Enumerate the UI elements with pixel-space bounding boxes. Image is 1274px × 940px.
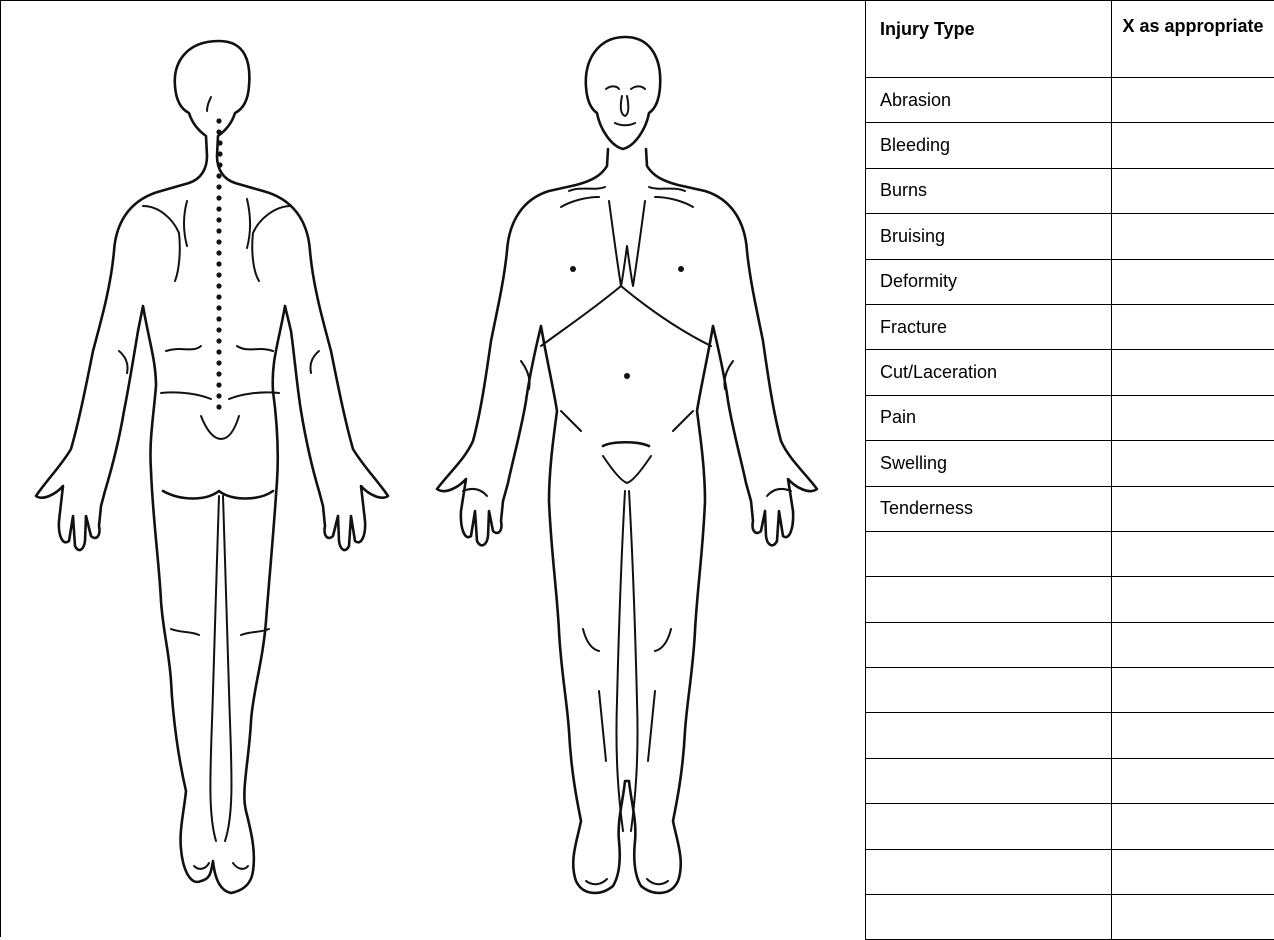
mark-cell[interactable] (1112, 758, 1274, 803)
injury-type-cell (866, 804, 1112, 849)
injury-type-cell (866, 668, 1112, 713)
table-header-row: Injury Type X as appropriate (866, 1, 1274, 78)
injury-type-cell (866, 849, 1112, 894)
mark-cell[interactable] (1112, 304, 1274, 349)
mark-cell[interactable] (1112, 168, 1274, 213)
injury-type-cell: Deformity (866, 259, 1112, 304)
mark-cell[interactable] (1112, 78, 1274, 123)
table-row: Swelling (866, 441, 1274, 486)
mark-cell[interactable] (1112, 713, 1274, 758)
table-row: Burns (866, 168, 1274, 213)
injury-type-cell: Swelling (866, 441, 1112, 486)
injury-type-cell: Bleeding (866, 123, 1112, 168)
injury-type-cell (866, 577, 1112, 622)
injury-type-cell: Pain (866, 395, 1112, 440)
body-diagram (1, 1, 867, 938)
table-row: Deformity (866, 259, 1274, 304)
table-row (866, 622, 1274, 667)
injury-type-cell (866, 622, 1112, 667)
table-row (866, 895, 1274, 940)
mark-cell[interactable] (1112, 895, 1274, 940)
table-row: Cut/Laceration (866, 350, 1274, 395)
table-row (866, 531, 1274, 576)
mark-cell[interactable] (1112, 622, 1274, 667)
mark-cell[interactable] (1112, 214, 1274, 259)
table-row (866, 804, 1274, 849)
mark-cell[interactable] (1112, 849, 1274, 894)
injury-type-cell (866, 895, 1112, 940)
mark-cell[interactable] (1112, 123, 1274, 168)
mark-cell[interactable] (1112, 804, 1274, 849)
mark-cell[interactable] (1112, 531, 1274, 576)
table-row (866, 758, 1274, 803)
mark-cell[interactable] (1112, 486, 1274, 531)
mark-cell[interactable] (1112, 350, 1274, 395)
mark-cell[interactable] (1112, 259, 1274, 304)
injury-type-cell (866, 713, 1112, 758)
injury-type-cell (866, 758, 1112, 803)
table-row: Pain (866, 395, 1274, 440)
injury-type-cell: Burns (866, 168, 1112, 213)
table-row: Bleeding (866, 123, 1274, 168)
header-injury-type: Injury Type (866, 1, 1112, 78)
mark-cell[interactable] (1112, 441, 1274, 486)
table-row: Abrasion (866, 78, 1274, 123)
table-row (866, 713, 1274, 758)
injury-type-cell: Abrasion (866, 78, 1112, 123)
injury-type-cell: Cut/Laceration (866, 350, 1112, 395)
body-diagram-cell (0, 0, 866, 937)
table-row: Tenderness (866, 486, 1274, 531)
injury-type-cell (866, 531, 1112, 576)
injury-type-cell: Bruising (866, 214, 1112, 259)
table-row (866, 849, 1274, 894)
body-front-view[interactable] (437, 37, 817, 893)
injury-type-cell: Tenderness (866, 486, 1112, 531)
body-back-view[interactable] (36, 41, 388, 893)
injury-type-cell: Fracture (866, 304, 1112, 349)
header-x-as-appropriate: X as appropriate (1112, 1, 1274, 78)
table-row (866, 668, 1274, 713)
mark-cell[interactable] (1112, 668, 1274, 713)
mark-cell[interactable] (1112, 577, 1274, 622)
mark-cell[interactable] (1112, 395, 1274, 440)
table-row: Fracture (866, 304, 1274, 349)
table-row (866, 577, 1274, 622)
table-row: Bruising (866, 214, 1274, 259)
